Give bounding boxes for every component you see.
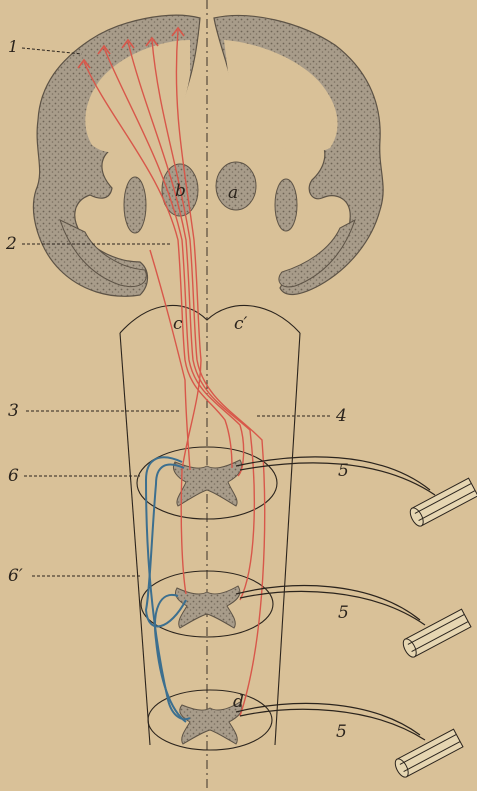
nerve-1	[236, 457, 430, 490]
label-c-prime: c′	[234, 314, 248, 334]
label-2: 2	[5, 234, 17, 254]
label-d: d	[233, 692, 244, 712]
bundle-3	[393, 729, 463, 779]
label-4: 4	[335, 406, 347, 426]
leader-1	[22, 48, 82, 54]
brain-section	[33, 15, 383, 296]
bulb-top	[120, 305, 300, 333]
label-a: a	[228, 183, 238, 203]
left-lateral-nucleus	[124, 177, 146, 233]
label-3: 3	[8, 401, 19, 421]
label-c: c	[173, 314, 183, 334]
label-b: b	[175, 181, 186, 201]
label-5a: 5	[338, 461, 349, 481]
nerve-3	[236, 703, 420, 735]
nerve-2	[236, 586, 420, 620]
label-1: 1	[8, 37, 18, 56]
label-5c: 5	[336, 722, 347, 742]
cord-right-edge	[275, 333, 300, 745]
right-lateral-nucleus	[275, 179, 297, 231]
grey-matter-sections	[173, 460, 241, 744]
red-fiber-6	[150, 250, 190, 470]
cord-left-edge	[120, 333, 150, 745]
label-5b: 5	[338, 603, 349, 623]
nerve-2b	[240, 591, 425, 625]
nerve-3b	[240, 709, 425, 740]
black-nerve-fibers	[236, 457, 435, 740]
nerve-bundles	[393, 478, 477, 779]
label-6: 6	[8, 466, 19, 486]
label-6-prime: 6′	[8, 566, 23, 586]
